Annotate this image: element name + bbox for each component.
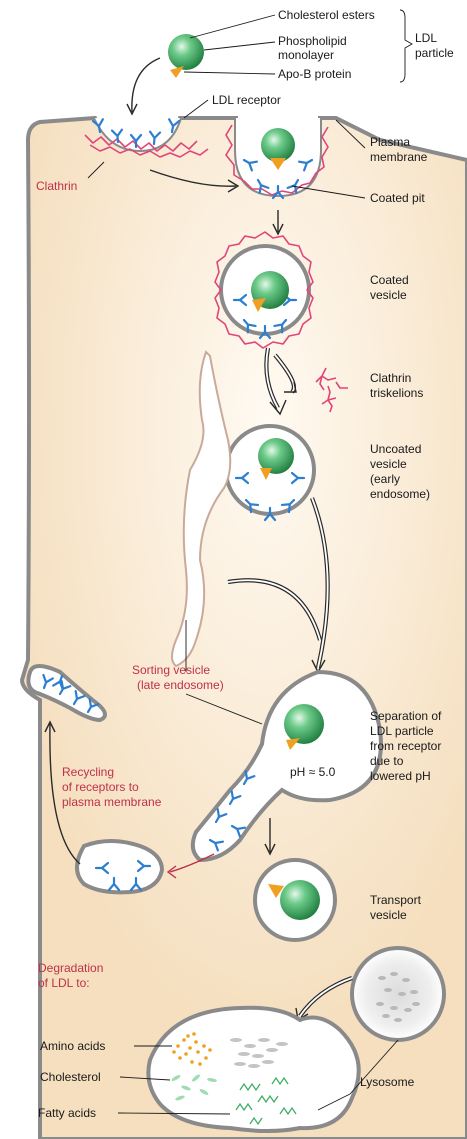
label-ldl: LDL [415, 31, 437, 45]
label-ph: pH ≈ 5.0 [290, 765, 336, 779]
label-separation-1: Separation of [370, 709, 442, 723]
label-cholesterol-esters: Cholesterol esters [278, 8, 375, 22]
label-phospholipid: Phospholipid [278, 34, 347, 48]
label-separation-4: due to [370, 754, 404, 768]
label-apo-b: Apo-B protein [278, 67, 351, 81]
label-recycling-3: plasma membrane [62, 795, 162, 809]
label-vesicle: vesicle [370, 457, 407, 471]
label-late-endosome: (late endosome) [137, 678, 224, 692]
label-recycling-1: Recycling [62, 765, 114, 779]
secondary-lysosome [148, 1008, 358, 1131]
label-separation-5: lowered pH [370, 769, 431, 783]
label-degradation: Degradation [38, 961, 103, 975]
label-recycling-2: of receptors to [62, 780, 139, 794]
label-amino-acids: Amino acids [40, 1039, 105, 1053]
label-membrane: membrane [370, 150, 428, 164]
recycling-vesicle [77, 841, 162, 892]
label-transport-vesicle: vesicle [370, 908, 407, 922]
label-triskelions: triskelions [370, 386, 423, 400]
label-particle: particle [415, 46, 454, 60]
ldl-particle-top [168, 34, 204, 78]
label-coated: Coated [370, 273, 409, 287]
transport-vesicle [255, 860, 335, 940]
label-cholesterol: Cholesterol [40, 1070, 101, 1084]
label-early: (early [370, 472, 400, 486]
label-separation-2: LDL particle [370, 724, 434, 738]
label-ldl-receptor: LDL receptor [212, 93, 281, 107]
label-uncoated: Uncoated [370, 442, 421, 456]
label-sorting-vesicle: Sorting vesicle [132, 663, 210, 677]
label-monolayer: monolayer [278, 48, 334, 62]
label-plasma: Plasma [370, 135, 410, 149]
label-fatty-acids: Fatty acids [38, 1106, 96, 1120]
label-of-ldl: of LDL to: [38, 976, 90, 990]
label-lysosome: Lysosome [360, 1075, 415, 1089]
label-transport: Transport [370, 893, 422, 907]
label-coated-vesicle: vesicle [370, 288, 407, 302]
primary-lysosome [352, 948, 444, 1040]
label-endosome: endosome) [370, 487, 430, 501]
label-coated-pit: Coated pit [370, 191, 425, 205]
label-clathrin-2: Clathrin [370, 371, 411, 385]
label-clathrin: Clathrin [36, 179, 77, 193]
arrow-ldl-to-surface [132, 58, 160, 112]
label-separation-3: from receptor [370, 739, 441, 753]
